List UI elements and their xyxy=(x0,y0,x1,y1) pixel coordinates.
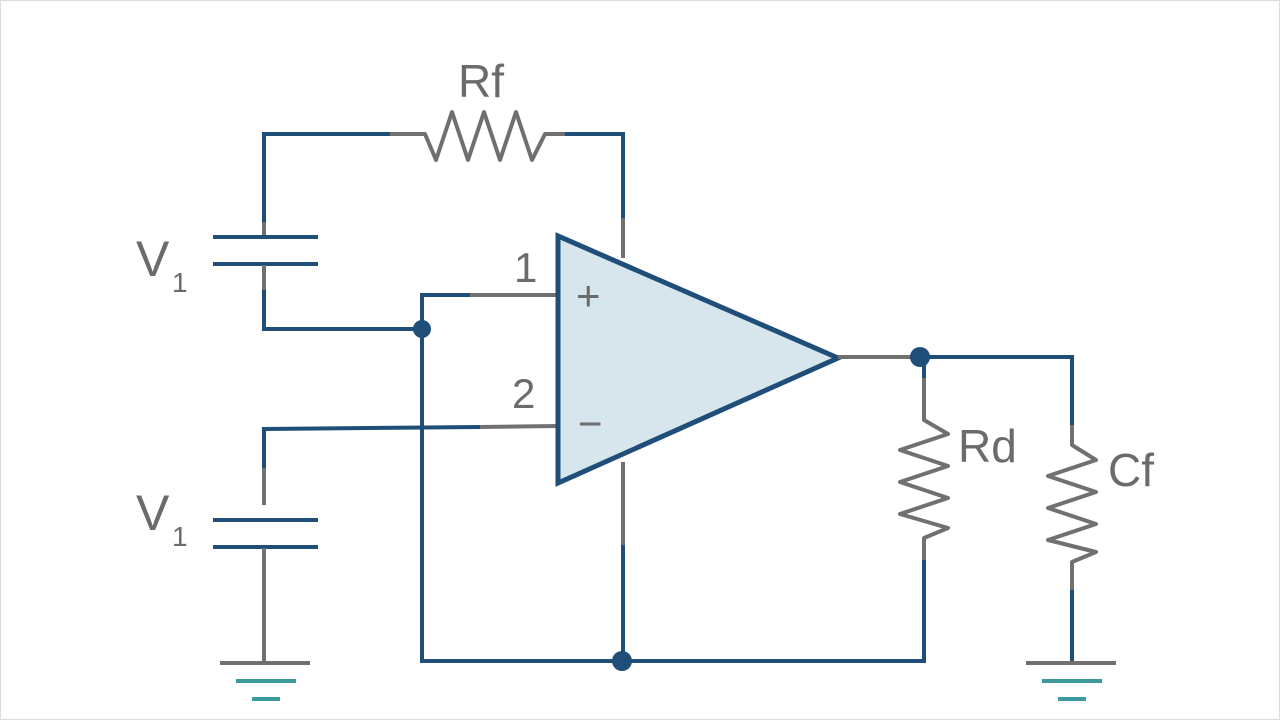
resistor-cf xyxy=(1046,425,1098,662)
voltage-source-bottom xyxy=(213,468,318,662)
ground-right xyxy=(1026,661,1116,701)
label-pin-1: 1 xyxy=(514,244,537,291)
label-cf: Cf xyxy=(1108,444,1154,496)
label-pin-2: 2 xyxy=(512,370,535,417)
label-v-top: V xyxy=(136,231,170,287)
junction-dot-input xyxy=(413,320,431,338)
voltage-source-top xyxy=(213,222,422,331)
label-v-top-subscript: 1 xyxy=(172,267,188,298)
input-wire-pin1 xyxy=(420,293,558,329)
input-wire-pin2 xyxy=(262,424,559,468)
label-minus-input: − xyxy=(578,400,603,447)
feedback-wire xyxy=(262,132,625,224)
resistor-rd xyxy=(898,378,950,560)
junction-dot-output xyxy=(910,347,930,367)
return-bus xyxy=(420,329,926,663)
label-v-bottom: V xyxy=(136,485,170,541)
label-rf: Rf xyxy=(458,55,504,107)
output-wire xyxy=(838,355,1074,425)
label-rd: Rd xyxy=(958,420,1017,472)
label-v-bottom-subscript: 1 xyxy=(172,521,188,552)
junction-dot-bottom xyxy=(612,651,632,671)
label-plus-input: + xyxy=(576,272,601,319)
ground-left xyxy=(220,661,310,701)
op-amp xyxy=(555,232,845,487)
resistor-rf xyxy=(390,110,625,258)
